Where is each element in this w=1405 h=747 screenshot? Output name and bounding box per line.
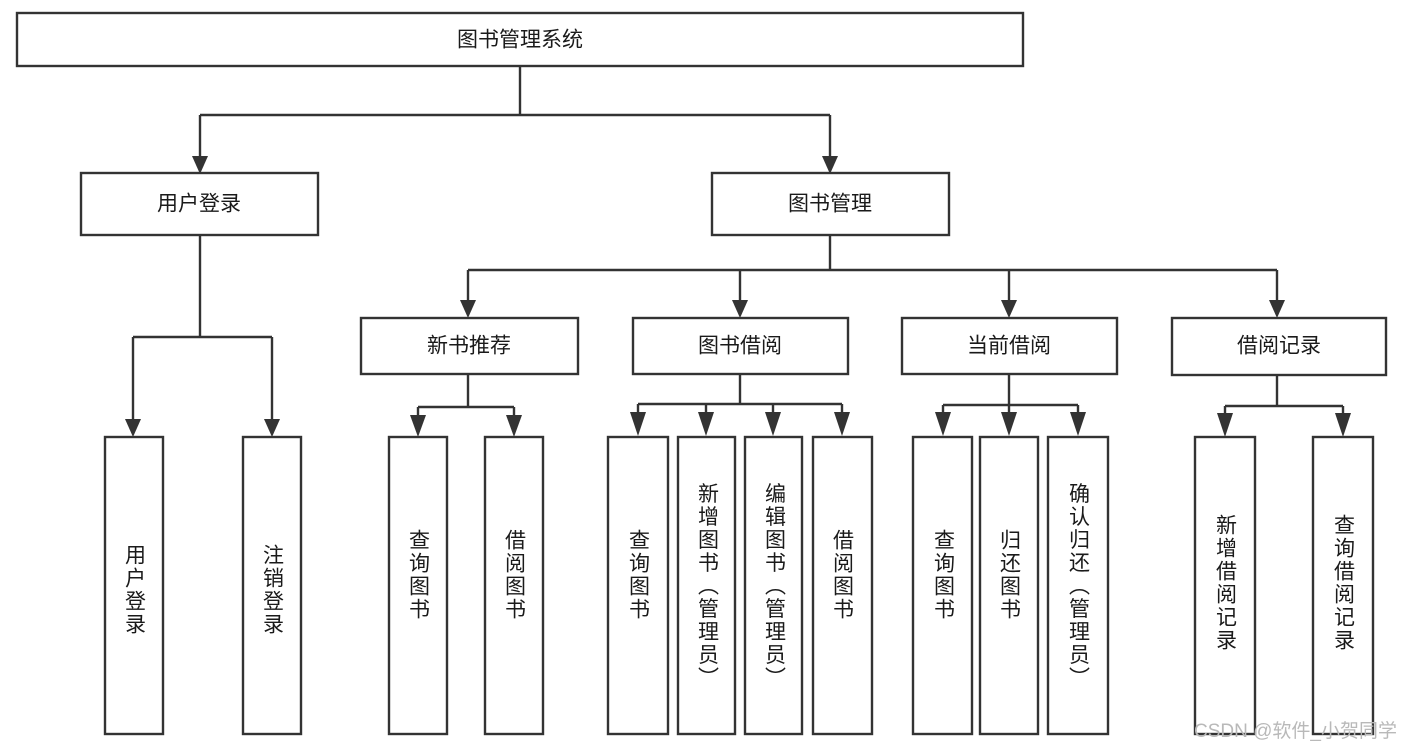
leaf-box[interactable] xyxy=(1046,435,1110,736)
arrow-head-icon xyxy=(935,412,951,436)
leaf-label: 查询借阅记录 xyxy=(1332,514,1356,652)
node-user-login-box[interactable] xyxy=(79,171,320,237)
leaf-label: 新增借阅记录 xyxy=(1214,514,1238,652)
arrow-head-icon xyxy=(410,415,426,437)
connector-newbook-to-leaves xyxy=(410,374,522,437)
node-book-borrow-box[interactable] xyxy=(631,316,850,376)
leaf-user-login-0[interactable]: 用户登录 xyxy=(103,435,165,736)
arrow-head-icon xyxy=(125,419,141,437)
leaf-label: 新增图书（管理员） xyxy=(696,483,720,690)
leaf-current-borrow-0[interactable]: 查询图书 xyxy=(911,435,974,736)
node-new-book-recommend-label: 新书推荐 xyxy=(427,335,511,358)
node-root-label: 图书管理系统 xyxy=(457,29,583,52)
arrow-head-icon xyxy=(264,419,280,437)
leaf-label: 编辑图书（管理员） xyxy=(763,483,787,690)
leaf-label: 确认归还（管理员） xyxy=(1067,483,1091,690)
leaf-borrow-record-1[interactable]: 查询借阅记录 xyxy=(1311,435,1375,736)
connector-userlogin-to-leaves xyxy=(125,235,280,437)
leaf-label: 借阅图书 xyxy=(503,529,527,621)
leaf-book-borrow-3[interactable]: 借阅图书 xyxy=(811,435,874,736)
leaf-box[interactable] xyxy=(103,435,165,736)
node-borrow-record-label: 借阅记录 xyxy=(1237,335,1321,358)
node-root[interactable]: 图书管理系统 xyxy=(15,11,1025,68)
connector-bookmgmt-to-level3 xyxy=(460,235,1285,318)
leaf-label: 用户登录 xyxy=(123,544,147,636)
leaf-new-book-recommend-1[interactable]: 借阅图书 xyxy=(483,435,545,736)
leaf-book-borrow-2[interactable]: 编辑图书（管理员） xyxy=(743,435,804,736)
node-book-management-label: 图书管理 xyxy=(788,193,872,216)
node-current-borrow-box[interactable] xyxy=(900,316,1119,376)
leaf-box[interactable] xyxy=(811,435,874,736)
leaf-box[interactable] xyxy=(606,435,670,736)
node-new-book-recommend[interactable]: 新书推荐 xyxy=(359,316,580,376)
leaf-box[interactable] xyxy=(241,435,303,736)
arrow-head-icon xyxy=(765,412,781,436)
connector-bookborrow-to-leaves xyxy=(630,374,850,436)
arrow-head-icon xyxy=(1217,413,1233,437)
arrow-head-icon xyxy=(1335,413,1351,437)
leaf-box[interactable] xyxy=(911,435,974,736)
node-book-management-box[interactable] xyxy=(710,171,951,237)
arrow-head-icon xyxy=(192,156,208,174)
leaf-borrow-record-0[interactable]: 新增借阅记录 xyxy=(1193,435,1257,736)
node-user-login-label: 用户登录 xyxy=(157,193,241,216)
node-book-borrow-label: 图书借阅 xyxy=(698,335,782,358)
arrow-head-icon xyxy=(460,300,476,318)
connector-borrowrecord-to-leaves xyxy=(1217,375,1351,437)
arrow-head-icon xyxy=(630,412,646,436)
node-current-borrow[interactable]: 当前借阅 xyxy=(900,316,1119,376)
arrow-head-icon xyxy=(1269,300,1285,318)
leaf-book-borrow-0[interactable]: 查询图书 xyxy=(606,435,670,736)
leaf-new-book-recommend-0[interactable]: 查询图书 xyxy=(387,435,449,736)
arrow-head-icon xyxy=(506,415,522,437)
arrow-head-icon xyxy=(1001,412,1017,436)
leaf-current-borrow-1[interactable]: 归还图书 xyxy=(978,435,1040,736)
arrow-head-icon xyxy=(1001,300,1017,318)
leaf-label: 注销登录 xyxy=(261,544,285,636)
leaf-book-borrow-1[interactable]: 新增图书（管理员） xyxy=(676,435,737,736)
node-borrow-record[interactable]: 借阅记录 xyxy=(1170,316,1388,377)
leaf-label: 查询图书 xyxy=(932,529,956,621)
leaf-label: 查询图书 xyxy=(627,529,651,621)
node-root-box[interactable] xyxy=(15,11,1025,68)
leaf-box[interactable] xyxy=(387,435,449,736)
node-book-borrow[interactable]: 图书借阅 xyxy=(631,316,850,376)
leaf-user-login-1[interactable]: 注销登录 xyxy=(241,435,303,736)
arrow-head-icon xyxy=(834,412,850,436)
node-book-management[interactable]: 图书管理 xyxy=(710,171,951,237)
connector-currentborrow-to-leaves xyxy=(935,374,1086,436)
node-new-book-recommend-box[interactable] xyxy=(359,316,580,376)
leaf-label: 借阅图书 xyxy=(831,529,855,621)
arrow-head-icon xyxy=(698,412,714,436)
leaf-box[interactable] xyxy=(483,435,545,736)
leaf-box[interactable] xyxy=(1193,435,1257,736)
arrow-head-icon xyxy=(732,300,748,318)
node-current-borrow-label: 当前借阅 xyxy=(967,335,1051,358)
connector-root-to-level2 xyxy=(192,66,838,174)
leaf-label: 归还图书 xyxy=(998,529,1022,621)
leaf-label: 查询图书 xyxy=(407,529,431,621)
arrow-head-icon xyxy=(822,156,838,174)
node-user-login[interactable]: 用户登录 xyxy=(79,171,320,237)
leaf-box[interactable] xyxy=(743,435,804,736)
leaf-box[interactable] xyxy=(1311,435,1375,736)
leaf-box[interactable] xyxy=(676,435,737,736)
leaf-current-borrow-2[interactable]: 确认归还（管理员） xyxy=(1046,435,1110,736)
node-borrow-record-box[interactable] xyxy=(1170,316,1388,377)
arrow-head-icon xyxy=(1070,412,1086,436)
leaf-box[interactable] xyxy=(978,435,1040,736)
